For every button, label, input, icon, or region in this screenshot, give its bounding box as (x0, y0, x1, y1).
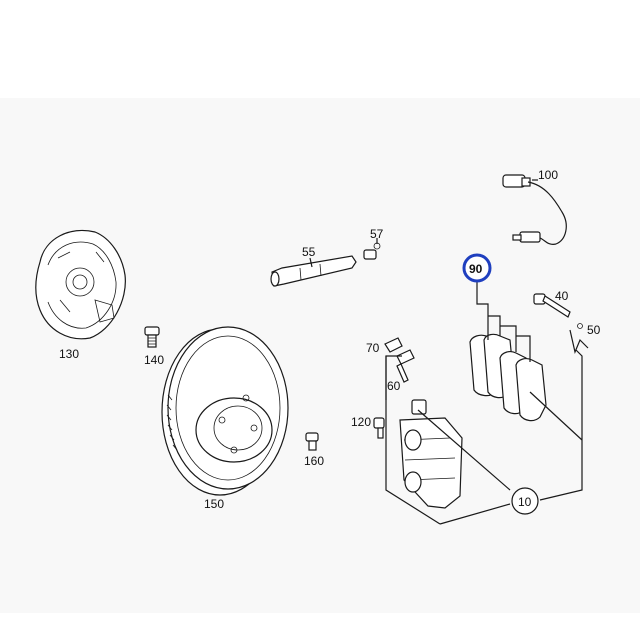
part-120-bolt[interactable] (373, 417, 385, 439)
part-150-brake-disc[interactable] (161, 326, 289, 496)
part-140-bolt[interactable] (144, 326, 160, 348)
part-70-fitting[interactable] (384, 337, 403, 353)
part-50-spring-clip[interactable] (569, 323, 589, 354)
bracket-right (539, 349, 583, 501)
leader-90d (516, 335, 531, 362)
label-100[interactable]: 100 (538, 168, 558, 182)
label-90[interactable]: 90 (469, 262, 483, 276)
label-140[interactable]: 140 (144, 353, 164, 367)
bracket-left (385, 355, 441, 525)
leader-90b (488, 315, 501, 336)
callout-circle-10 (511, 487, 539, 515)
label-50[interactable]: 50 (587, 323, 601, 337)
part-10-caliper[interactable] (399, 399, 463, 509)
label-70[interactable]: 70 (366, 341, 380, 355)
label-150[interactable]: 150 (204, 497, 224, 511)
label-130[interactable]: 130 (59, 347, 79, 361)
part-90-brake-pads[interactable] (469, 333, 547, 422)
leader-90a (476, 282, 489, 340)
highlight-ring-90 (462, 253, 492, 283)
label-60[interactable]: 60 (387, 379, 401, 393)
bracket-pad-leader (529, 391, 583, 441)
label-10[interactable]: 10 (518, 495, 532, 509)
bracket-bottom (439, 503, 511, 525)
part-100-wear-sensor[interactable] (502, 174, 567, 245)
part-60-bleed-screw[interactable] (396, 349, 415, 383)
bracket-caliper-leader (417, 409, 511, 491)
leader-55 (309, 257, 313, 268)
part-130-dust-shield[interactable] (35, 230, 126, 340)
leader-90c (500, 325, 517, 352)
part-55-guide-pin[interactable] (270, 255, 357, 287)
label-57[interactable]: 57 (370, 227, 384, 241)
label-40[interactable]: 40 (555, 289, 569, 303)
part-40-bolt[interactable] (533, 293, 571, 318)
label-120[interactable]: 120 (351, 415, 371, 429)
part-57-cap[interactable] (363, 242, 381, 260)
label-160[interactable]: 160 (304, 454, 324, 468)
label-55[interactable]: 55 (302, 245, 316, 259)
part-160-bolt[interactable] (305, 432, 319, 451)
